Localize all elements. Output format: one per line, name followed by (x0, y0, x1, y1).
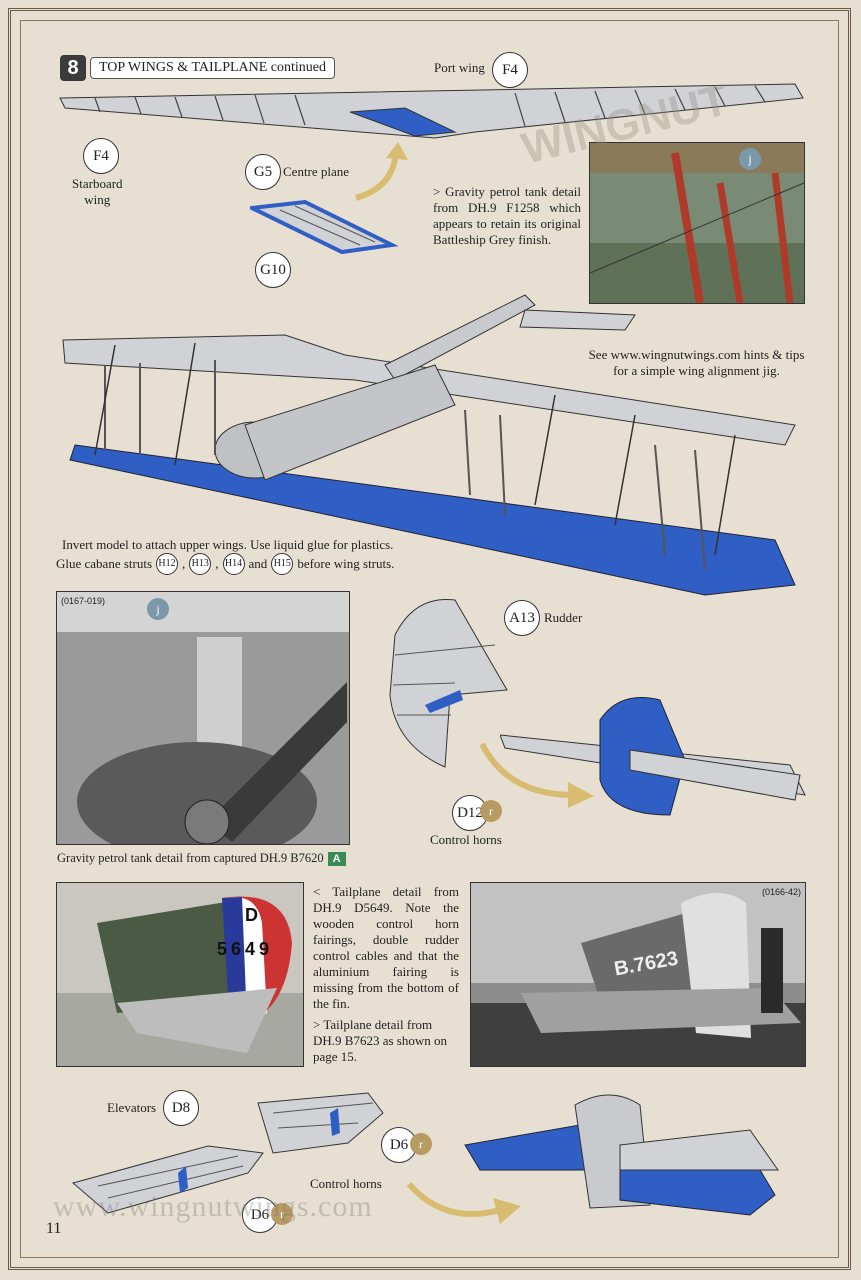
photo-id-2: (0166-42) (761, 887, 801, 897)
invert-note-line2: Glue cabane struts H12 , H13 , H14 and H… (56, 553, 394, 575)
assembled-tail-illustration (500, 697, 806, 816)
elevators-illustration (71, 1092, 384, 1214)
callout-h12: H12 (156, 553, 179, 575)
tailplane-b7623-note: > Tailplane detail from DH.9 B7623 as sh… (313, 1017, 447, 1064)
photo-id-1: (0167-019) (61, 596, 106, 606)
fuselage-letter: D (245, 905, 258, 925)
rudder-illustration (389, 598, 508, 768)
step-title: TOP WINGS & TAILPLANE continued (90, 57, 336, 79)
comma-1: , (182, 556, 186, 571)
invert-note-text-a: Glue cabane struts (56, 556, 153, 571)
aircraft-assembly-illustration (62, 294, 796, 596)
step-number: 8 (60, 55, 86, 81)
photo-tail-shapes (57, 883, 303, 1053)
arrow-icon (479, 742, 594, 808)
callout-f4-top: F4 (492, 52, 528, 88)
tailplane-d5649-note: < Tailplane detail from DH.9 D5649. Note… (313, 884, 459, 1011)
photo-tail2-shapes (471, 883, 805, 1066)
callout-h14: H14 (222, 553, 245, 575)
starboard-wing-label: Starboard wing (72, 176, 123, 207)
page-number: 11 (46, 1220, 62, 1237)
photo-engine-shapes (57, 592, 349, 862)
page-border-outer (8, 8, 851, 1270)
fuselage-serial: 5649 (217, 939, 274, 959)
centre-plane-label: Centre plane (283, 164, 350, 179)
control-horns-label-1: Control horns (430, 832, 502, 847)
invert-note-line1: Invert model to attach upper wings. Use … (62, 537, 394, 552)
callout-d8: D8 (163, 1090, 199, 1126)
arrow-icon (406, 1182, 521, 1224)
photo-caption: Gravity petrol tank detail from captured… (57, 850, 346, 866)
tailplane-b7623-photo: B.7623 (0166-42) (470, 882, 806, 1067)
tank-detail-photo (589, 142, 805, 304)
photo-caption-text: Gravity petrol tank detail from captured… (57, 851, 324, 865)
arrow-icon (355, 142, 408, 201)
callout-h15: H15 (271, 553, 294, 575)
callout-h13: H13 (189, 553, 212, 575)
elevators-label: Elevators (107, 1100, 157, 1115)
control-horns-label-2: Control horns (310, 1176, 382, 1191)
gravity-tank-photo: (0167-019) (56, 591, 350, 862)
wing-jig-note: See www.wingnutwings.com hints & tips fo… (588, 347, 805, 378)
photo-strut-shapes (589, 143, 805, 304)
callout-a13: A13 (504, 600, 540, 636)
page-border-inner (20, 20, 839, 1258)
callout-g10: G10 (255, 252, 291, 288)
ref-j-photo: j (147, 598, 169, 620)
tailplane-d5649-photo: D 5649 (56, 882, 304, 1067)
callout-f4-left: F4 (83, 138, 119, 174)
ref-j-top: j (739, 148, 761, 170)
invert-note-text-b: before wing struts. (297, 556, 395, 571)
step-header: 8 TOP WINGS & TAILPLANE continued (60, 55, 336, 81)
callout-g5: G5 (245, 154, 281, 190)
assembled-elevators-illustration (464, 1094, 779, 1216)
port-wing-label: Port wing (434, 60, 485, 75)
and-text: and (248, 556, 268, 571)
ref-r-bottom: r (271, 1203, 293, 1225)
rudder-label: Rudder (544, 610, 583, 625)
footer-watermark: www.wingnutwings.com (53, 1190, 373, 1223)
badge-a: A (327, 852, 346, 866)
top-wing-illustration (59, 83, 804, 139)
ref-r-rudder: r (480, 800, 502, 822)
gravity-tank-note: > Gravity petrol tank detail from DH.9 F… (433, 184, 581, 247)
ref-r-top: r (410, 1133, 432, 1155)
centre-plane-illustration (250, 200, 399, 255)
comma-2: , (215, 556, 219, 571)
